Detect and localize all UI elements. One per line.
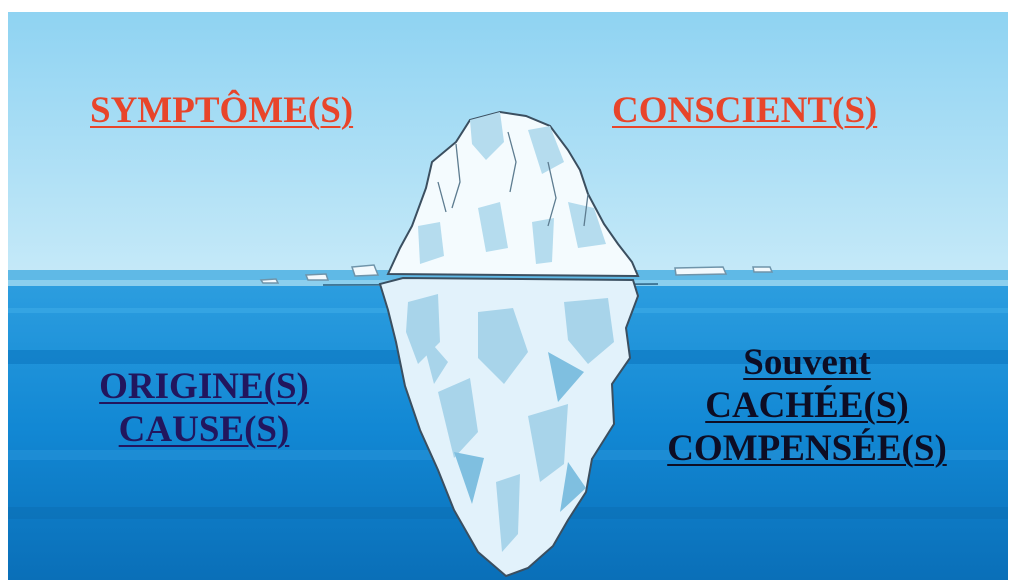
label-conscients: CONSCIENT(S) — [612, 90, 878, 131]
ice-floats — [259, 264, 774, 284]
iceberg-diagram: SYMPTÔME(S) CONSCIENT(S) ORIGINE(S) CAUS… — [8, 12, 1008, 580]
label-cachees-compensees: Souvent CACHÉE(S) COMPENSÉE(S) — [642, 344, 972, 473]
iceberg-illustration — [8, 12, 1008, 580]
label-compensees: COMPENSÉE(S) — [667, 428, 947, 469]
label-origines-causes: ORIGINE(S) CAUSE(S) — [84, 368, 324, 454]
label-origines: ORIGINE(S) — [99, 366, 309, 407]
label-cachees: CACHÉE(S) — [705, 385, 909, 426]
label-souvent: Souvent — [743, 342, 871, 383]
iceberg-underwater — [378, 276, 640, 578]
label-symptomes: SYMPTÔME(S) — [90, 90, 354, 131]
label-causes: CAUSE(S) — [118, 409, 290, 450]
